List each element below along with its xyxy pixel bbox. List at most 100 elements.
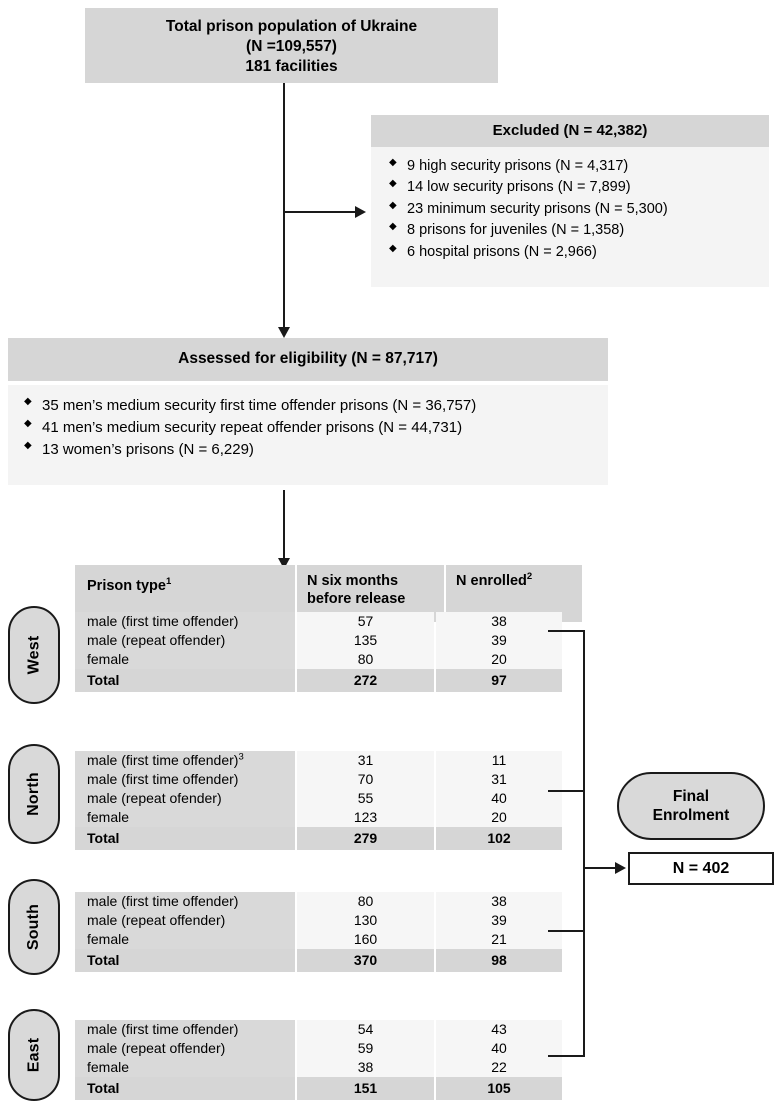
cell-total-enrolled: 105 <box>436 1077 562 1100</box>
cell-total-six-months: 279 <box>297 827 434 850</box>
arrow-to-assessed-icon <box>278 327 290 338</box>
excluded-list: 9 high security prisons (N = 4,317) 14 l… <box>387 156 769 263</box>
connector-excluded-horizontal <box>283 211 357 213</box>
cell-enrolled: 40 <box>436 1039 562 1058</box>
cell-prison-type: male (first time offender) <box>75 1020 295 1039</box>
table-total-row: Total 279 102 <box>75 827 562 850</box>
cell-enrolled: 43 <box>436 1020 562 1039</box>
region-table-west: male (first time offender) 57 38 male (r… <box>73 612 564 692</box>
list-item: 23 minimum security prisons (N = 5,300) <box>387 199 769 220</box>
cell-total-enrolled: 97 <box>436 669 562 692</box>
cell-prison-type: male (repeat offender) <box>75 911 295 930</box>
table-row: female 38 22 <box>75 1058 562 1077</box>
arrow-to-final-n-icon <box>615 862 626 874</box>
cell-prison-type: male (first time offender) <box>75 770 295 789</box>
arrow-to-table-icon <box>278 558 290 569</box>
connector-table-vertical <box>283 490 285 560</box>
table-row: male (first time offender) 54 43 <box>75 1020 562 1039</box>
table-row: female 80 20 <box>75 650 562 669</box>
cell-prison-type: male (repeat offender) <box>75 1039 295 1058</box>
table-row: male (first time offender) 80 38 <box>75 892 562 911</box>
cell-enrolled: 39 <box>436 631 562 650</box>
region-label-west: West <box>25 635 42 675</box>
list-item: 6 hospital prisons (N = 2,966) <box>387 242 769 263</box>
region-pill-south: South <box>8 879 60 975</box>
bracket-stub-south <box>548 930 585 932</box>
cell-total-six-months: 370 <box>297 949 434 972</box>
cell-six-months: 55 <box>297 789 434 808</box>
connector-to-final-n <box>583 867 617 869</box>
cell-prison-type: male (first time offender) <box>75 892 295 911</box>
cell-prison-type: female <box>75 930 295 949</box>
region-pill-north: North <box>8 744 60 844</box>
cell-total-enrolled: 102 <box>436 827 562 850</box>
cell-enrolled: 31 <box>436 770 562 789</box>
region-table-north: male (first time offender)3 31 11 male (… <box>73 751 564 850</box>
final-enrolment-count: N = 402 <box>628 852 774 885</box>
final-enrolment-pill: Final Enrolment <box>617 772 765 840</box>
region-pill-west: West <box>8 606 60 704</box>
cell-six-months: 135 <box>297 631 434 650</box>
table-total-row: Total 151 105 <box>75 1077 562 1100</box>
list-item: 9 high security prisons (N = 4,317) <box>387 156 769 177</box>
cell-enrolled: 38 <box>436 612 562 631</box>
cell-six-months: 160 <box>297 930 434 949</box>
table-row: male (repeat offender) 130 39 <box>75 911 562 930</box>
table-total-row: Total 272 97 <box>75 669 562 692</box>
cell-total-label: Total <box>75 669 295 692</box>
table-row: male (repeat offender) 135 39 <box>75 631 562 650</box>
cell-six-months: 31 <box>297 751 434 770</box>
bracket-stub-west <box>548 630 585 632</box>
assessed-title: Assessed for eligibility (N = 87,717) <box>8 338 608 381</box>
region-pill-east: East <box>8 1009 60 1101</box>
cell-prison-type: male (repeat ofender) <box>75 789 295 808</box>
cell-six-months: 54 <box>297 1020 434 1039</box>
region-label-east: East <box>24 1037 42 1073</box>
bracket-stub-east <box>548 1055 585 1057</box>
cell-enrolled: 20 <box>436 808 562 827</box>
connector-main-vertical <box>283 83 285 328</box>
list-item: 8 prisons for juveniles (N = 1,358) <box>387 220 769 241</box>
cell-total-six-months: 151 <box>297 1077 434 1100</box>
cell-six-months: 80 <box>297 650 434 669</box>
table-row: female 160 21 <box>75 930 562 949</box>
list-item: 13 women’s prisons (N = 6,229) <box>22 439 608 461</box>
region-label-south: South <box>24 903 42 951</box>
cell-enrolled: 40 <box>436 789 562 808</box>
assessed-box: 35 men’s medium security first time offe… <box>8 385 608 485</box>
cell-prison-type: female <box>75 650 295 669</box>
cell-enrolled: 38 <box>436 892 562 911</box>
cell-total-enrolled: 98 <box>436 949 562 972</box>
arrow-to-excluded-icon <box>355 206 366 218</box>
cell-six-months: 130 <box>297 911 434 930</box>
cell-prison-type: male (first time offender) <box>75 612 295 631</box>
cell-enrolled: 11 <box>436 751 562 770</box>
final-enrolment-line2: Enrolment <box>652 807 730 824</box>
bracket-vertical <box>583 630 585 1057</box>
cell-prison-type: male (first time offender)3 <box>75 751 295 770</box>
table-row: male (first time offender) 70 31 <box>75 770 562 789</box>
total-population-line3: 181 facilities <box>245 57 338 75</box>
region-table-east: male (first time offender) 54 43 male (r… <box>73 1020 564 1100</box>
table-row: male (repeat ofender) 55 40 <box>75 789 562 808</box>
table-total-row: Total 370 98 <box>75 949 562 972</box>
bracket-stub-north <box>548 790 585 792</box>
cell-enrolled: 21 <box>436 930 562 949</box>
footnote-marker-1: 1 <box>165 576 172 588</box>
footnote-marker-3: 3 <box>238 751 244 763</box>
cell-enrolled: 39 <box>436 911 562 930</box>
total-population-line1: Total prison population of Ukraine <box>165 18 418 35</box>
cell-six-months: 59 <box>297 1039 434 1058</box>
cell-total-six-months: 272 <box>297 669 434 692</box>
list-item: 14 low security prisons (N = 7,899) <box>387 177 769 198</box>
cell-enrolled: 22 <box>436 1058 562 1077</box>
cell-prison-type: female <box>75 808 295 827</box>
list-item: 35 men’s medium security first time offe… <box>22 395 608 417</box>
cell-total-label: Total <box>75 949 295 972</box>
region-label-north: North <box>25 772 42 816</box>
footnote-marker-2: 2 <box>526 571 533 583</box>
cell-prison-type: female <box>75 1058 295 1077</box>
table-row: male (repeat offender) 59 40 <box>75 1039 562 1058</box>
cell-six-months: 57 <box>297 612 434 631</box>
excluded-box: 9 high security prisons (N = 4,317) 14 l… <box>371 147 769 287</box>
